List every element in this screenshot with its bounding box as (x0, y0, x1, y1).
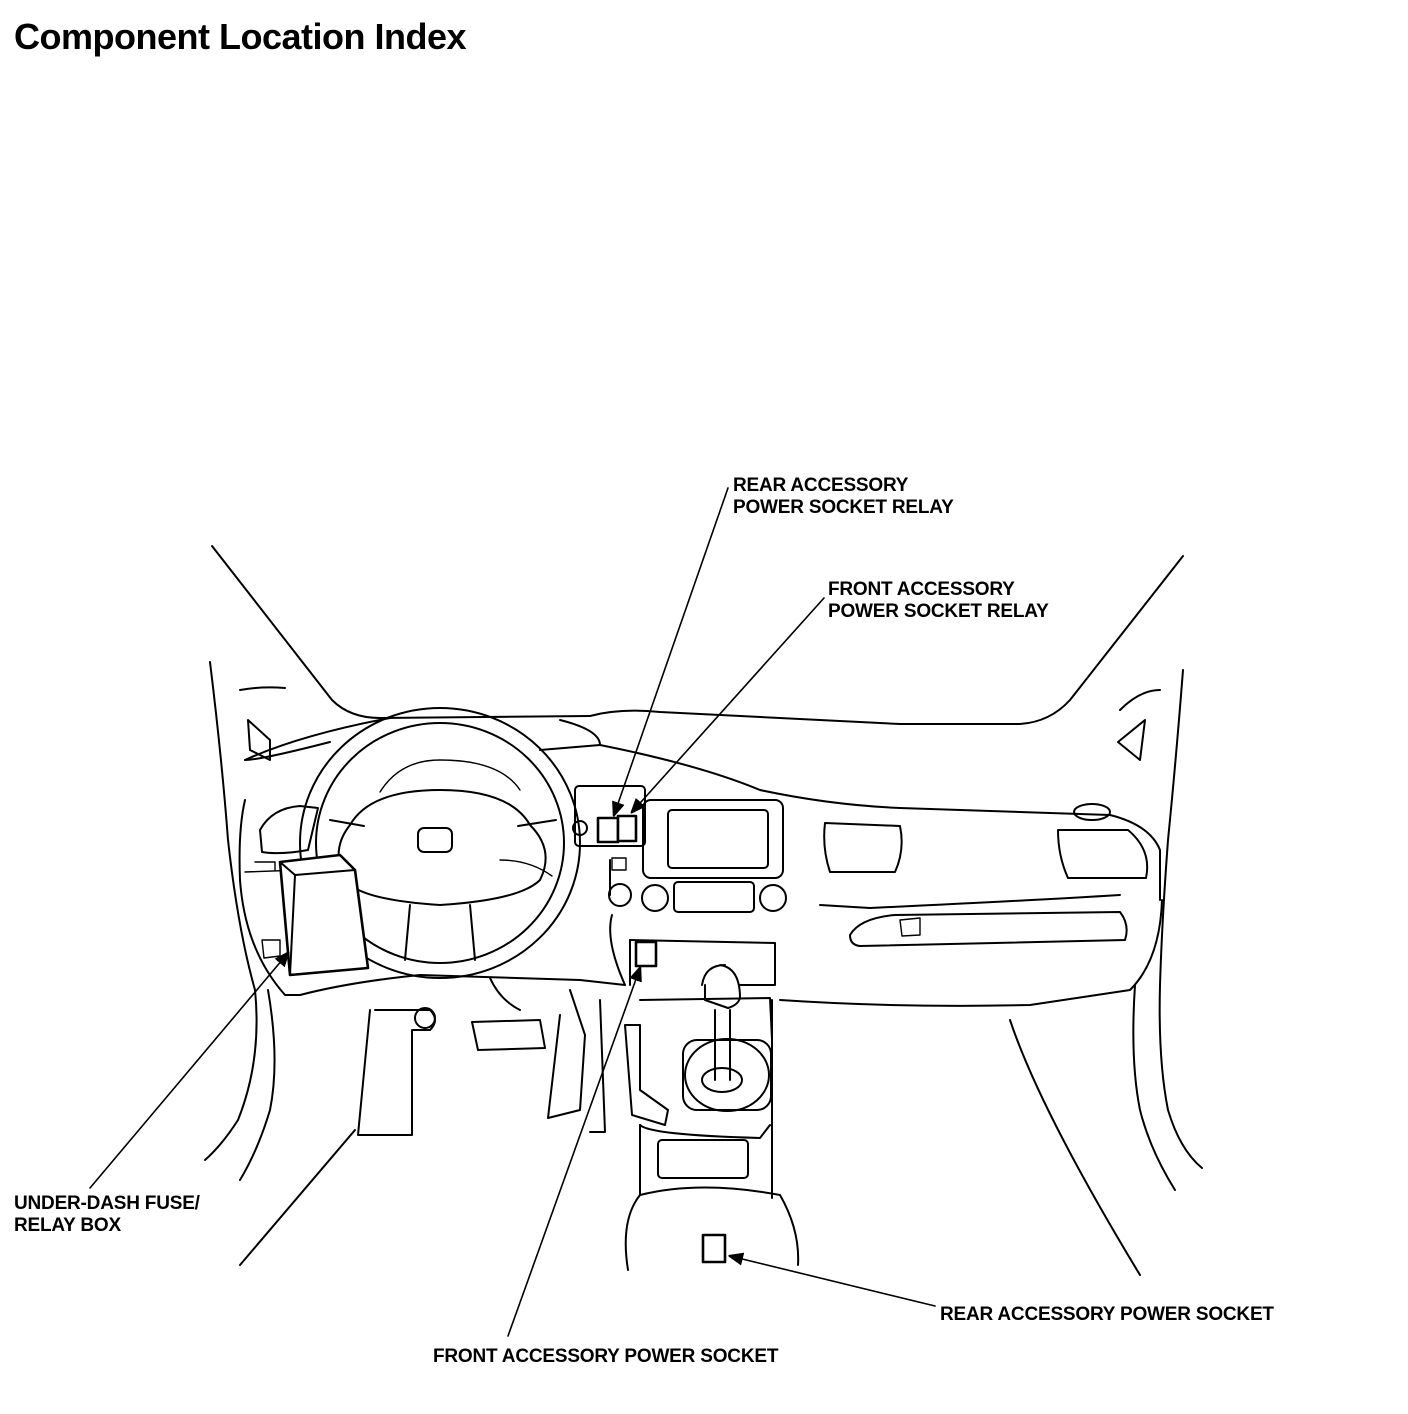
label-line: RELAY BOX (14, 1215, 121, 1236)
label-line: FRONT ACCESSORY POWER SOCKET (433, 1346, 779, 1367)
leader-rear-relay (614, 487, 729, 815)
label-line: REAR ACCESSORY (733, 475, 909, 496)
front-power-socket (634, 940, 658, 968)
label-line: UNDER-DASH FUSE/ (14, 1193, 200, 1214)
label-line: POWER SOCKET RELAY (828, 601, 1049, 622)
pedals (357, 977, 606, 1136)
label-rear-relay: REAR ACCESSORY POWER SOCKET RELAY (733, 475, 954, 519)
dashboard-outline (238, 717, 1163, 1007)
leader-fuse-box (89, 953, 288, 1189)
label-line: REAR ACCESSORY POWER SOCKET (940, 1304, 1274, 1325)
left-door-trim (204, 661, 356, 1266)
center-console (572, 785, 787, 1041)
label-line: POWER SOCKET RELAY (733, 497, 954, 518)
label-fuse-box: UNDER-DASH FUSE/ RELAY BOX (14, 1193, 200, 1237)
label-front-relay: FRONT ACCESSORY POWER SOCKET RELAY (828, 579, 1049, 623)
label-rear-socket: REAR ACCESSORY POWER SOCKET (940, 1304, 1274, 1326)
leader-front-relay (632, 597, 825, 812)
rear-power-socket (701, 1233, 727, 1264)
under-dash-fuse-box (278, 853, 370, 977)
label-line: FRONT ACCESSORY (828, 579, 1015, 600)
air-vents (259, 803, 1149, 879)
leader-front-socket (507, 968, 640, 1337)
leader-rear-socket (730, 1256, 936, 1307)
windshield-outline (211, 545, 1184, 725)
page-title: Component Location Index (14, 16, 467, 57)
right-door-trim (1009, 669, 1203, 1276)
label-front-socket: FRONT ACCESSORY POWER SOCKET (433, 1346, 778, 1368)
glove-box (849, 911, 1128, 947)
shift-lever (624, 964, 800, 1271)
accessory-relays (596, 814, 638, 844)
